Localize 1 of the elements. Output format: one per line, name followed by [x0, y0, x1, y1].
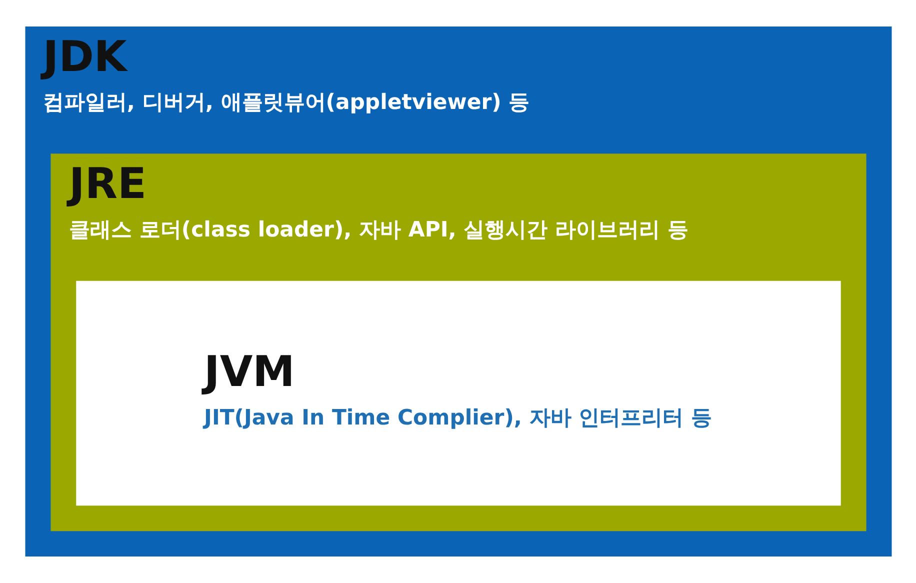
node-box: JVM JIT(Java In Time Complier), 자바 인터프리터 등	[76, 280, 840, 506]
